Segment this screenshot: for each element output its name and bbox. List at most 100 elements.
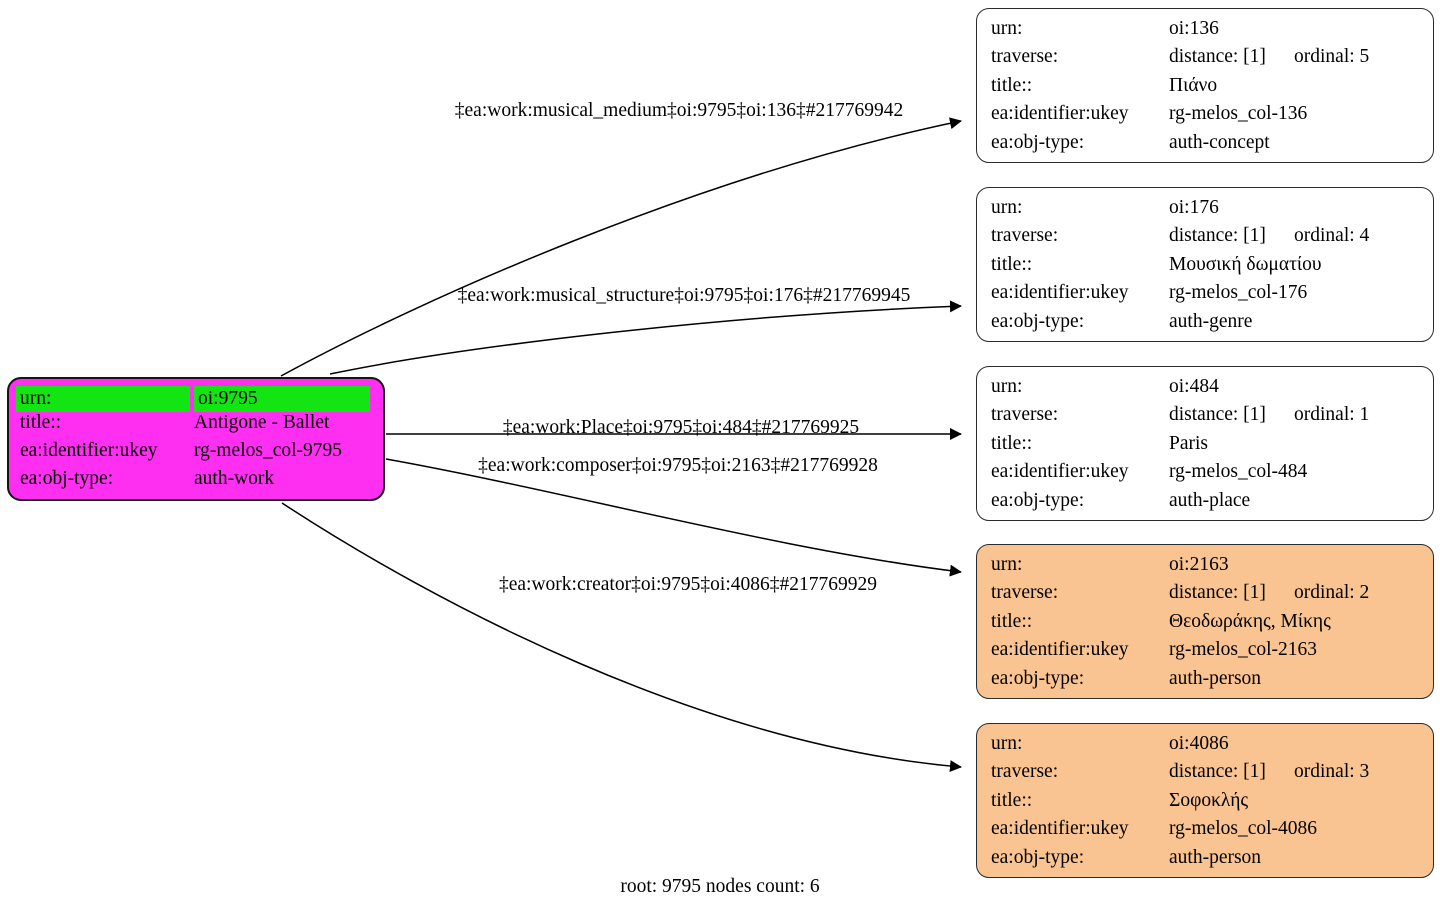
node-value-ordinal: ordinal: 5 — [1294, 46, 1370, 68]
node-value-objtype: auth-person — [1169, 667, 1262, 689]
edge-musical-structure — [329, 300, 962, 375]
edge-label-place: ‡ea:work:Place‡oi:9795‡oi:484‡#217769925 — [502, 417, 860, 438]
node-key-traverse: traverse: — [991, 404, 1059, 426]
node-value-title: Πιάνο — [1169, 74, 1218, 96]
node-key-ukey: ea:identifier:ukey — [991, 461, 1129, 483]
node-key-title: title:: — [991, 789, 1033, 811]
node-key-objtype: ea:obj-type: — [991, 846, 1085, 868]
node-value-objtype: auth-concept — [1169, 131, 1270, 153]
node-value-title: Θεοδωράκης, Μίκης — [1169, 610, 1331, 632]
node-key-urn: urn: — [991, 18, 1023, 39]
node-row-traverse: traverse: distance: [1] ordinal: 2 — [991, 582, 1419, 610]
node-value-urn: oi:2163 — [1169, 554, 1229, 575]
node-oi-176[interactable]: urn: oi:176 traverse: distance: [1]ordin… — [976, 187, 1434, 342]
node-key-title: title:: — [991, 432, 1033, 454]
node-value-urn: oi:484 — [1169, 376, 1219, 397]
node-row-urn: urn: oi:2163 — [991, 554, 1419, 582]
node-oi-136[interactable]: urn: oi:136 traverse: distance: [1]ordin… — [976, 8, 1434, 163]
node-key-urn: urn: — [991, 554, 1023, 575]
root-key-urn: urn: — [16, 386, 190, 412]
node-key-objtype: ea:obj-type: — [991, 489, 1085, 511]
node-row-title: title:: Paris — [991, 433, 1419, 461]
node-value-ukey: rg-melos_col-4086 — [1169, 818, 1318, 840]
node-value-ukey: rg-melos_col-2163 — [1169, 639, 1318, 661]
node-row-title: title:: Μουσική δωματίου — [991, 254, 1419, 282]
node-row-objtype: ea:obj-type: auth-place — [991, 490, 1419, 518]
node-row-traverse: traverse: distance: [1] ordinal: 1 — [991, 404, 1419, 432]
node-row-urn: urn: oi:4086 — [991, 733, 1419, 761]
root-key-title: title:: — [20, 412, 62, 433]
node-row-objtype: ea:obj-type: auth-genre — [991, 311, 1419, 339]
node-row-objtype: ea:obj-type: auth-concept — [991, 132, 1419, 160]
node-root-oi-9795[interactable]: urn: oi:9795 title:: Antigone - Ballet e… — [7, 377, 385, 501]
root-key-ukey: ea:identifier:ukey — [20, 440, 158, 461]
node-key-urn: urn: — [991, 376, 1023, 397]
node-row-ukey: ea:identifier:ukey rg-melos_col-4086 — [991, 818, 1419, 846]
node-value-objtype: auth-genre — [1169, 310, 1253, 332]
node-value-distance: distance: [1] — [1169, 46, 1266, 68]
node-value-urn: oi:176 — [1169, 197, 1219, 218]
node-value-distance: distance: [1] — [1169, 582, 1266, 604]
node-value-ukey: rg-melos_col-136 — [1169, 103, 1308, 125]
node-value-urn: oi:136 — [1169, 18, 1219, 39]
node-value-ordinal: ordinal: 2 — [1294, 582, 1370, 604]
edge-label-musical-medium: ‡ea:work:musical_medium‡oi:9795‡oi:136‡#… — [454, 100, 904, 121]
node-row-objtype: ea:obj-type: auth-person — [991, 847, 1419, 875]
node-row-ukey: ea:identifier:ukey rg-melos_col-176 — [991, 282, 1419, 310]
node-row-title: title:: Θεοδωράκης, Μίκης — [991, 611, 1419, 639]
node-row-urn: urn: oi:136 — [991, 18, 1419, 46]
node-key-title: title:: — [991, 74, 1033, 96]
node-value-title: Paris — [1169, 432, 1208, 454]
node-value-ukey: rg-melos_col-176 — [1169, 282, 1308, 304]
node-value-distance: distance: [1] — [1169, 225, 1266, 247]
edge-label-musical-structure: ‡ea:work:musical_structure‡oi:9795‡oi:17… — [457, 285, 911, 306]
root-value-objtype: auth-work — [194, 468, 275, 489]
edge-musical-medium — [280, 117, 962, 377]
node-value-ukey: rg-melos_col-484 — [1169, 461, 1308, 483]
node-key-ukey: ea:identifier:ukey — [991, 639, 1129, 661]
node-value-title: Σοφοκλής — [1169, 789, 1249, 811]
node-key-urn: urn: — [991, 197, 1023, 218]
root-row-title: title:: Antigone - Ballet — [20, 412, 372, 440]
edge-label-composer: ‡ea:work:composer‡oi:9795‡oi:2163‡#21776… — [478, 455, 878, 476]
node-value-distance: distance: [1] — [1169, 404, 1266, 426]
node-row-traverse: traverse: distance: [1]ordinal: 5 — [991, 46, 1419, 74]
node-key-objtype: ea:obj-type: — [991, 667, 1085, 689]
root-row-urn: urn: oi:9795 — [16, 386, 372, 412]
node-key-traverse: traverse: — [991, 761, 1059, 783]
node-oi-2163[interactable]: urn: oi:2163 traverse: distance: [1] ordi… — [976, 544, 1434, 699]
node-value-ordinal: ordinal: 3 — [1294, 761, 1370, 783]
root-row-ukey: ea:identifier:ukey rg-melos_col-9795 — [20, 440, 372, 468]
node-row-title: title:: Πιάνο — [991, 75, 1419, 103]
node-row-ukey: ea:identifier:ukey rg-melos_col-484 — [991, 461, 1419, 489]
node-value-urn: oi:4086 — [1169, 733, 1229, 754]
node-key-ukey: ea:identifier:ukey — [991, 103, 1129, 125]
node-row-objtype: ea:obj-type: auth-person — [991, 668, 1419, 696]
edge-label-creator: ‡ea:work:creator‡oi:9795‡oi:4086‡#217769… — [498, 574, 878, 595]
graph-footer-caption: root: 9795 nodes count: 6 — [620, 876, 820, 897]
root-row-objtype: ea:obj-type: auth-work — [20, 468, 372, 496]
node-row-urn: urn: oi:176 — [991, 197, 1419, 225]
node-value-objtype: auth-person — [1169, 846, 1262, 868]
node-key-title: title:: — [991, 610, 1033, 632]
node-value-ordinal: ordinal: 1 — [1294, 404, 1370, 426]
node-value-ordinal: ordinal: 4 — [1294, 225, 1370, 247]
root-value-title: Antigone - Ballet — [194, 412, 330, 433]
node-value-title: Μουσική δωματίου — [1169, 253, 1322, 275]
node-key-objtype: ea:obj-type: — [991, 131, 1085, 153]
node-value-distance: distance: [1] — [1169, 761, 1266, 783]
root-key-objtype: ea:obj-type: — [20, 468, 114, 489]
edge-creator — [281, 502, 962, 773]
node-row-traverse: traverse: distance: [1] ordinal: 3 — [991, 761, 1419, 789]
node-key-objtype: ea:obj-type: — [991, 310, 1085, 332]
node-row-urn: urn: oi:484 — [991, 376, 1419, 404]
node-row-ukey: ea:identifier:ukey rg-melos_col-136 — [991, 103, 1419, 131]
node-row-traverse: traverse: distance: [1]ordinal: 4 — [991, 225, 1419, 253]
node-oi-484[interactable]: urn: oi:484 traverse: distance: [1] ordin… — [976, 366, 1434, 521]
node-oi-4086[interactable]: urn: oi:4086 traverse: distance: [1] ordi… — [976, 723, 1434, 878]
node-key-traverse: traverse: — [991, 582, 1059, 604]
root-value-ukey: rg-melos_col-9795 — [194, 440, 343, 461]
node-row-title: title:: Σοφοκλής — [991, 790, 1419, 818]
root-value-urn: oi:9795 — [194, 386, 370, 412]
